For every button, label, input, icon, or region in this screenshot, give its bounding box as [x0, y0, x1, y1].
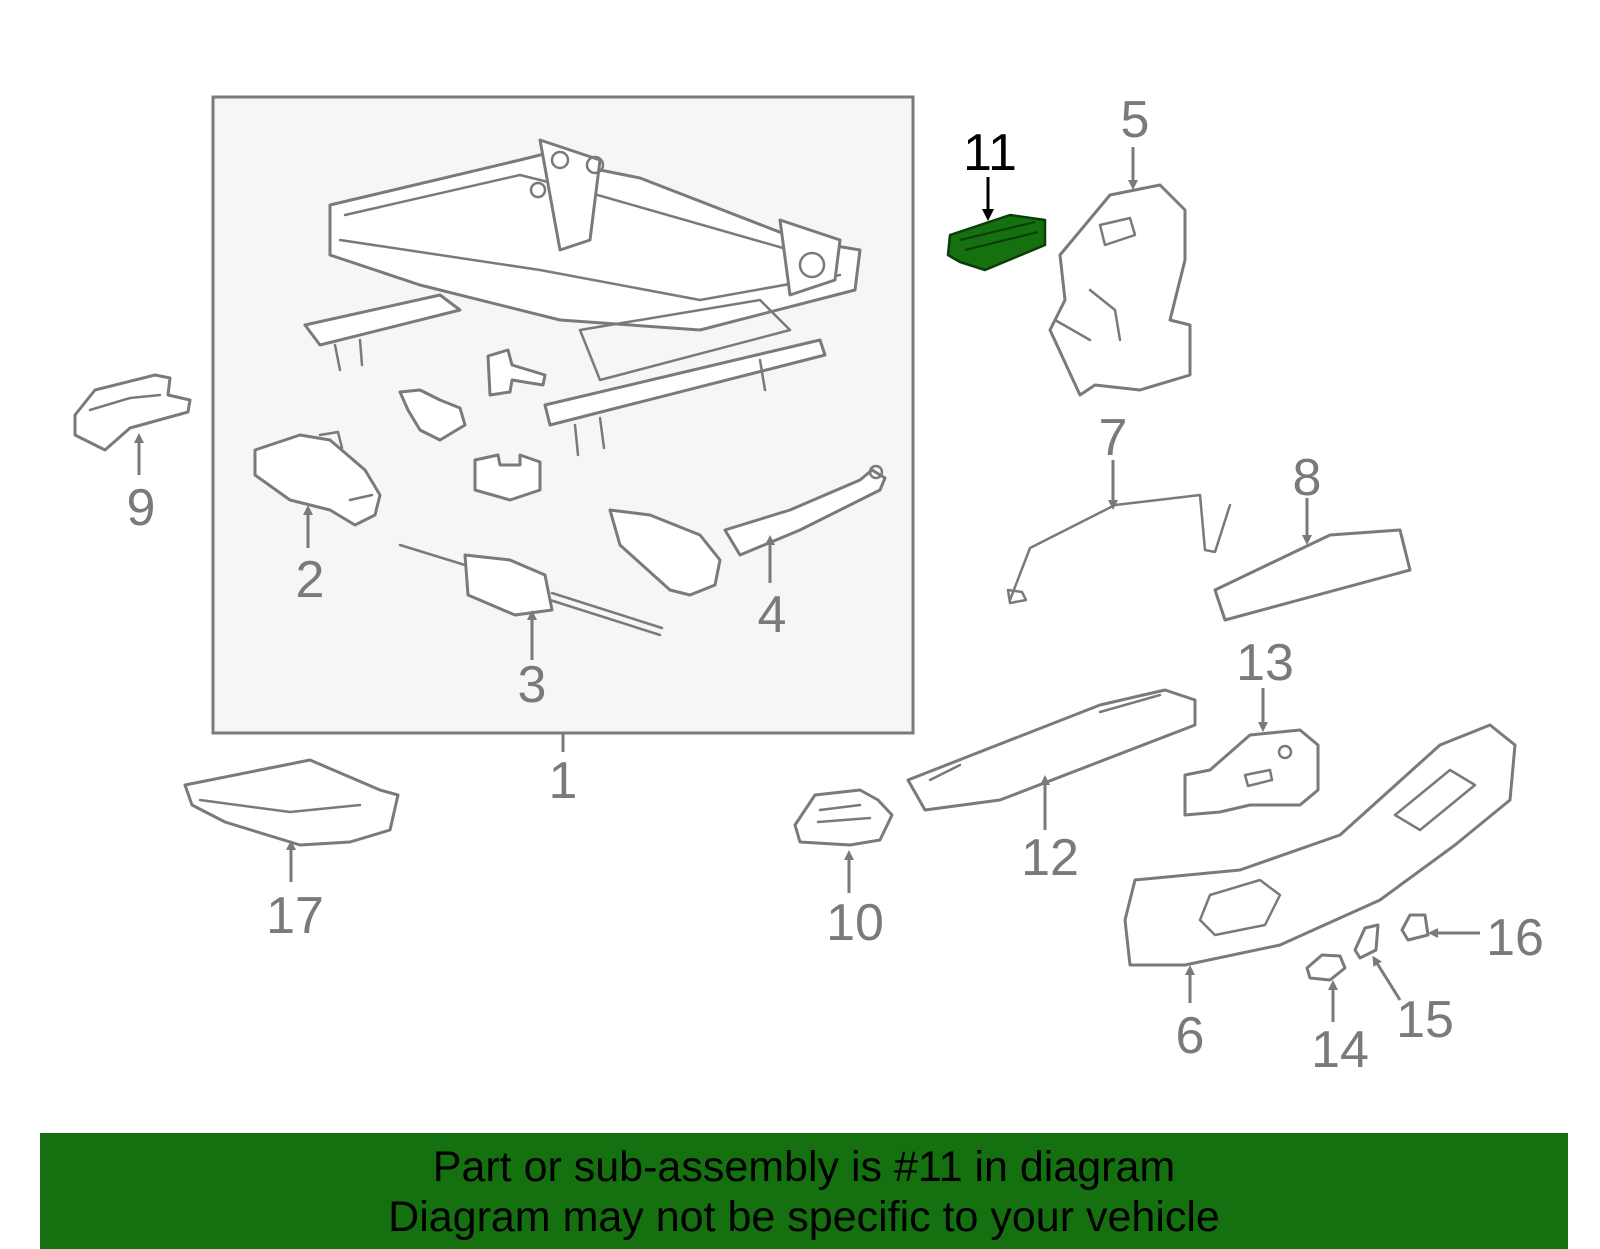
callout-8: 8	[1293, 449, 1322, 507]
leader-15	[1372, 955, 1402, 1001]
part-13-drawing	[1183, 728, 1320, 817]
callout-13: 13	[1236, 634, 1294, 692]
part-16-drawing	[1400, 913, 1430, 942]
part-9-drawing	[73, 373, 192, 452]
banner-line-2: Diagram may not be specific to your vehi…	[388, 1193, 1220, 1241]
callout-12: 12	[1021, 829, 1079, 887]
part-10-drawing	[793, 788, 894, 847]
part-7-drawing	[1006, 493, 1232, 605]
motor-part-2-drawing	[253, 430, 382, 527]
part-17-drawing	[183, 758, 400, 847]
part-info-banner: Part or sub-assembly is #11 in diagram D…	[40, 1133, 1568, 1249]
part-15-drawing	[1353, 923, 1380, 960]
callout-14: 14	[1311, 1021, 1369, 1079]
callout-3: 3	[518, 656, 547, 714]
seat-frame-drawing	[303, 138, 862, 457]
motor-part-4-drawing	[608, 464, 887, 597]
callout-1: 1	[549, 752, 578, 810]
banner-line-1: Part or sub-assembly is #11 in diagram	[432, 1143, 1176, 1191]
part-14-drawing	[1305, 953, 1347, 982]
callout-11: 11	[963, 124, 1017, 182]
part-12-drawing	[906, 688, 1197, 812]
callout-9: 9	[127, 479, 156, 537]
callout-15: 15	[1396, 991, 1454, 1049]
callout-6: 6	[1176, 1007, 1205, 1065]
callout-7: 7	[1099, 409, 1128, 467]
part-5-drawing	[1048, 183, 1192, 397]
callout-16: 16	[1486, 909, 1544, 967]
callout-4: 4	[758, 586, 787, 644]
callout-5: 5	[1121, 91, 1150, 149]
motor-part-3-drawing	[398, 543, 664, 637]
callout-10: 10	[826, 894, 884, 952]
callout-2: 2	[296, 551, 325, 609]
part-6-drawing	[1123, 723, 1517, 967]
callout-17: 17	[266, 887, 324, 945]
part-11-highlighted-drawing	[946, 213, 1047, 272]
part-8-drawing	[1213, 528, 1412, 622]
bolt-drawings	[398, 348, 547, 502]
